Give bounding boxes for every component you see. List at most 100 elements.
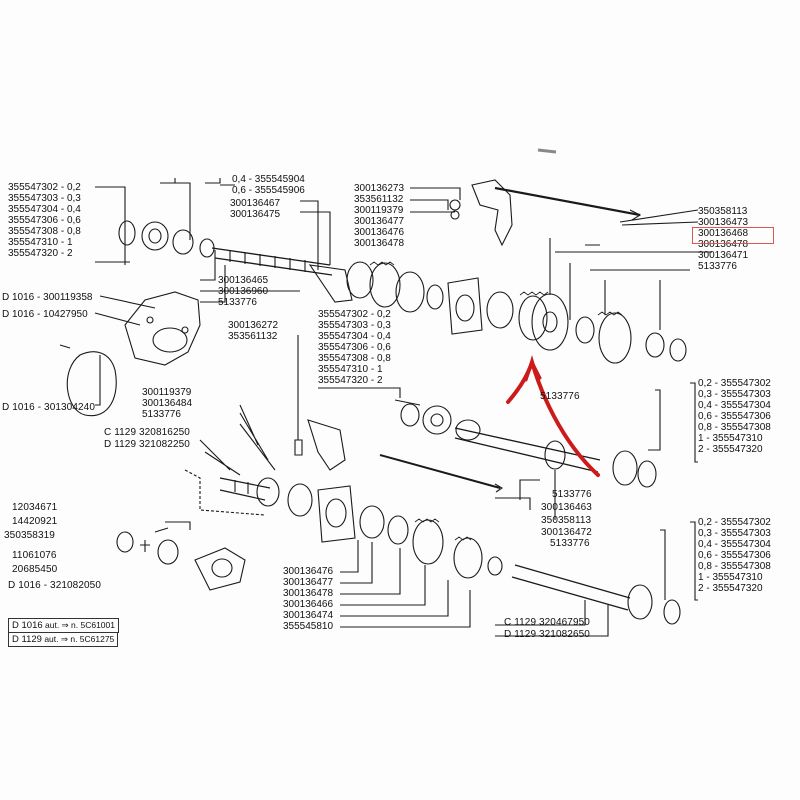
part-number: 300136472 [541,527,592,538]
part-number: 300136465 [218,275,269,286]
shim-item: 355547304 - 0,4 [8,204,81,215]
shim-item: 0,6 - 355547306 [698,411,771,422]
part-number: 300136475 [230,209,281,220]
part-number: 355545810 [283,621,334,632]
note-model: D 1129 [12,634,42,645]
part-number: 353561132 [354,194,404,205]
part-number: 300136473 [698,217,749,228]
shim-list-top-mid: 0,4 - 355545904 0,6 - 355545906 [232,174,305,196]
part-number: 300136471 [698,250,749,261]
part-number: 300136478 [354,238,405,249]
shim-item: 1 - 355547310 [698,433,763,444]
part-number: 300136467 [230,198,281,209]
part-number: 300136476 [283,566,334,577]
part-number: C 1129 320816250 [104,427,190,438]
leader-line [95,186,126,265]
note-text: aut. ⇒ n. 5C61275 [44,634,115,644]
part-number: C 1129 320467950 [504,617,590,628]
part-list-mid: 300136272 353561132 [228,320,278,342]
part-number: 5133776 [142,409,181,420]
shim-item: 0,2 - 355547302 [698,517,771,528]
note-model: D 1016 [12,620,43,631]
part-number: D 1016 - 300119358 [2,292,93,303]
part-list-c: 300136273 353561132 300119379 300136477 … [354,183,404,249]
part-number: 300136478 [283,588,334,599]
housing-parts-list: D 1016 - 300119358 D 1016 - 10427950 [2,292,92,320]
part-number: 350358319 [4,530,55,541]
part-number: 14420921 [12,516,58,527]
part-number: 350358113 [698,206,748,217]
part-number: 5133776 [218,297,257,308]
part-number: 5133776 [540,391,580,402]
shim-item: 355547304 - 0,4 [318,331,391,342]
shim-item: 0,4 - 355547304 [698,400,771,411]
shim-item: 355547308 - 0,8 [318,353,391,364]
shim-item: 355547310 - 1 [318,364,383,375]
serial-note-d1129: D 1129 aut. ⇒ n. 5C61275 [8,632,119,647]
part-number: D 1129 321082650 [504,629,590,640]
shim-item: 355547302 - 0,2 [8,182,81,193]
shim-item: 0,3 - 355547303 [698,389,771,400]
shim-item: 2 - 355547320 [698,444,763,455]
shim-list-right-mid: 0,2 - 355547302 0,3 - 355547303 0,4 - 35… [698,378,771,455]
shim-item: 355547303 - 0,3 [8,193,81,204]
part-number: 300136477 [354,216,405,227]
part-number: 300136273 [354,183,405,194]
shim-item: 0,6 - 355545906 [232,185,305,196]
shim-item: 355547302 - 0,2 [318,309,391,320]
part-number: 300136476 [354,227,405,238]
shim-list-right-bottom: 0,2 - 355547302 0,3 - 355547303 0,4 - 35… [698,517,771,594]
shim-item: 0,3 - 355547303 [698,528,771,539]
part-number: 5133776 [550,538,590,549]
note-text: aut. ⇒ n. 5C61001 [45,620,115,630]
part-list-right-top: 350358113 300136473 300136468 300136478 … [698,206,748,272]
shim-item: 355547320 - 2 [8,248,73,259]
part-number: 300136466 [283,599,334,610]
part-number: 5133776 [552,489,592,500]
part-number: 300119379 [142,387,192,398]
part-number: 5133776 [698,261,737,272]
shim-item: 355547303 - 0,3 [318,320,391,331]
shim-item: 355547310 - 1 [8,237,73,248]
part-number: D 1016 - 10427950 [2,309,88,320]
shim-item: 0,6 - 355547306 [698,550,771,561]
part-number-highlighted: 300136468 [698,228,749,239]
part-number: 350358113 [541,515,592,526]
shim-item: 355547308 - 0,8 [8,226,81,237]
part-list-bottom-mid: 300136476 300136477 300136478 300136466 … [283,566,333,632]
part-list-left-mid: 300119379 300136484 5133776 [142,387,192,420]
part-number: 300119379 [354,205,404,216]
shim-item: 355547306 - 0,6 [8,215,81,226]
shim-item: 1 - 355547310 [698,572,763,583]
shim-list-mid: 355547302 - 0,2 355547303 - 0,3 35554730… [318,309,391,386]
part-number: 11061076 [12,550,57,561]
shim-item: 0,8 - 355547308 [698,422,771,433]
red-annotation-arrow [506,354,600,477]
part-number: D 1129 321082250 [104,439,190,450]
highlight-box [692,227,774,244]
shim-item: 0,4 - 355547304 [698,539,771,550]
part-number: 300136463 [541,502,592,513]
part-number: D 1016 - 301304240 [2,402,95,413]
serial-note-d1016: D 1016 aut. ⇒ n. 5C61001 [8,618,119,633]
part-number: 300136478 [698,239,749,250]
shim-item: 355547306 - 0,6 [318,342,391,353]
part-list-b: 300136465 300136960 5133776 [218,275,268,308]
part-number: D 1016 - 321082050 [8,580,101,591]
part-list-a: 300136467 300136475 [230,198,280,220]
part-number: 300136272 [228,320,279,331]
part-number: 353561132 [228,331,278,342]
shim-item: 0,4 - 355545904 [232,174,305,185]
part-number: 300136474 [283,610,334,621]
part-number: 300136484 [142,398,193,409]
shim-item: 0,8 - 355547308 [698,561,771,572]
part-number: 12034671 [12,502,58,513]
part-number: 20685450 [12,564,58,575]
part-number: 300136477 [283,577,334,588]
shim-item: 2 - 355547320 [698,583,763,594]
part-number: 300136960 [218,286,269,297]
shim-item: 0,2 - 355547302 [698,378,771,389]
shim-item: 355547320 - 2 [318,375,383,386]
